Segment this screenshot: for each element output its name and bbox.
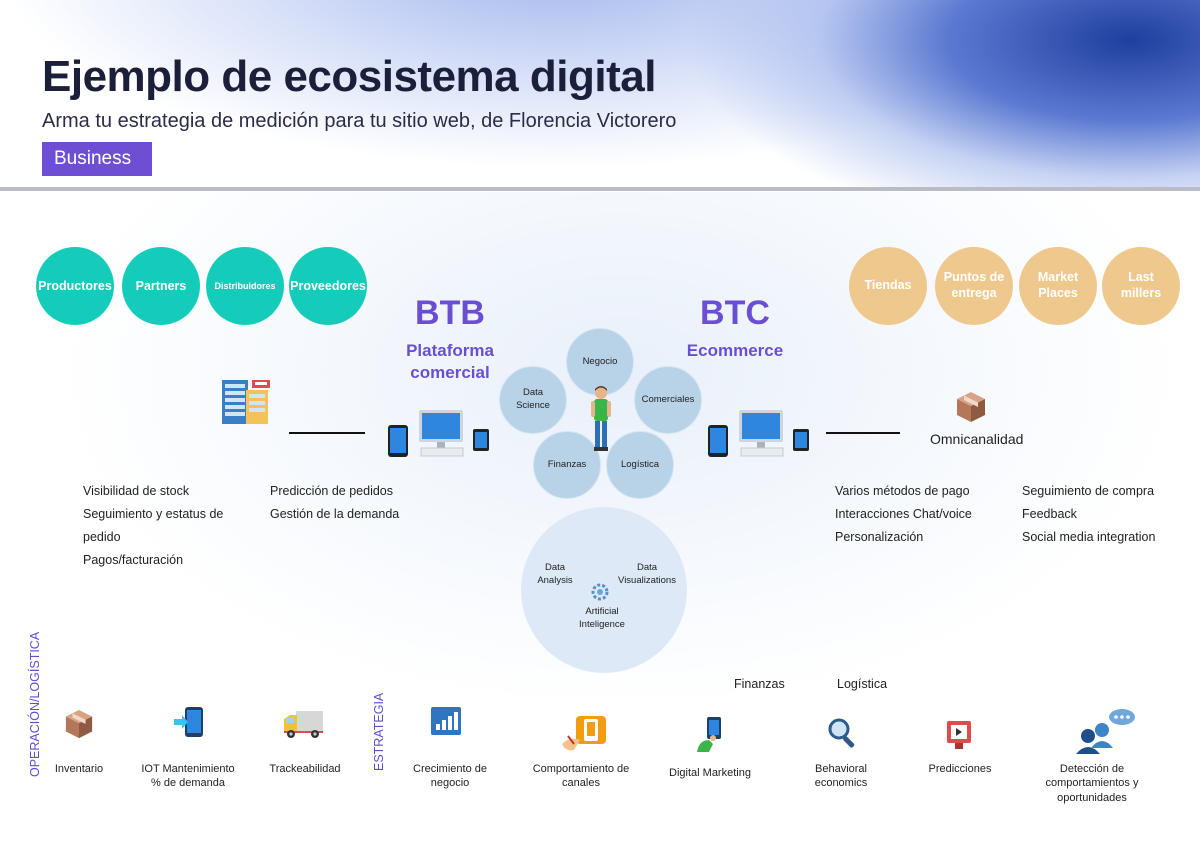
list-item: Visibilidad de stock [83, 484, 190, 498]
person-icon [591, 386, 611, 451]
hub-node-logistica: Logística [606, 431, 674, 499]
btb-subheading: Plataforma comercial [406, 341, 494, 383]
inventory-box-icon [65, 709, 93, 739]
actor-proveedores: Proveedores [289, 247, 367, 325]
iot-device-icon [174, 707, 203, 737]
growth-chart-icon [431, 707, 461, 735]
magnifier-icon [828, 718, 855, 748]
btc-subheading: Ecommerce [686, 341, 784, 360]
item-deteccion: Detección de comportamientos y oportunid… [1045, 763, 1139, 804]
devices-btb-icon [388, 410, 489, 457]
actor-puntos-de-entrega: Puntos de entrega [935, 247, 1013, 325]
actor-productores: Productores [36, 247, 114, 325]
category-badge: Business [42, 142, 152, 176]
logistica-label: Logística [837, 677, 888, 691]
list-item: Feedback [1022, 507, 1077, 521]
list-item: Gestión de la demanda [270, 507, 400, 521]
digital-marketing-icon [697, 717, 721, 752]
ai-data-visualizations: Data Visualizations [618, 562, 676, 586]
hub-node-data-science: Data Science [499, 366, 567, 434]
header-divider [0, 187, 1200, 191]
hub-node-comerciales: Comerciales [634, 366, 702, 434]
actor-partners: Partners [122, 247, 200, 325]
actor-market-places: Market Places [1019, 247, 1097, 325]
list-item: Predicción de pedidos [270, 484, 393, 498]
section-estrategia-label: ESTRATEGIA [372, 692, 386, 771]
package-icon [957, 392, 985, 422]
page-title: Ejemplo de ecosistema digital [42, 52, 656, 101]
prediction-icon [947, 721, 971, 749]
connector-line-btc [826, 432, 900, 434]
ai-artificial-intelligence: Artificial Inteligence [579, 606, 625, 630]
list-item: Pagos/facturación [83, 553, 184, 567]
list-item: Seguimiento y estatus de pedido [83, 507, 224, 544]
btb-right-list: Predicción de pedidos Gestión de la dema… [270, 480, 440, 526]
gear-icon [591, 583, 609, 601]
actor-tiendas: Tiendas [849, 247, 927, 325]
btc-right-list: Seguimiento de compra Feedback Social me… [1022, 480, 1192, 549]
finanzas-label: Finanzas [734, 677, 785, 691]
btb-left-list: Visibilidad de stock Seguimiento y estat… [83, 480, 243, 572]
item-comportamiento-canales: Comportamiento de canales [532, 763, 630, 790]
hub-node-finanzas: Finanzas [533, 431, 601, 499]
truck-icon [284, 711, 323, 738]
header-background [0, 0, 1200, 190]
item-predicciones: Predicciones [928, 763, 992, 775]
omnicanalidad-label: Omnicanalidad [930, 431, 1024, 447]
list-item: Personalización [835, 530, 924, 544]
item-digital-marketing: Digital Marketing [669, 767, 751, 779]
btc-heading: BTC [700, 294, 770, 332]
page-subtitle: Arma tu estrategia de medición para tu s… [42, 110, 677, 132]
list-item: Social media integration [1022, 530, 1156, 544]
item-trackeabilidad: Trackeabilidad [269, 763, 341, 775]
connector-line-btb [289, 432, 365, 434]
people-chat-icon [1076, 709, 1135, 754]
building-icon [222, 380, 270, 424]
btb-heading: BTB [415, 294, 485, 332]
item-inventario: Inventario [54, 763, 104, 775]
list-item: Seguimiento de compra [1022, 484, 1155, 498]
actor-distribuidores: Distribuidores [206, 247, 284, 325]
section-operacion-label: OPERACIÓN/LOGÍSTICA [28, 631, 42, 777]
item-behavioral-economics: Behavioral economics [814, 763, 868, 790]
devices-btc-icon [708, 410, 809, 457]
item-crecimiento: Crecimiento de negocio [413, 763, 487, 790]
btc-left-list: Varios métodos de pago Interacciones Cha… [835, 480, 1005, 549]
list-item: Varios métodos de pago [835, 484, 970, 498]
actor-last-millers: Last millers [1102, 247, 1180, 325]
channels-behavior-icon [562, 716, 606, 751]
ai-circle [521, 507, 687, 673]
item-iot: IOT Mantenimiento % de demanda [141, 763, 235, 790]
ai-data-analysis: Data Analysis [537, 562, 573, 586]
list-item: Interacciones Chat/voice [835, 507, 972, 521]
